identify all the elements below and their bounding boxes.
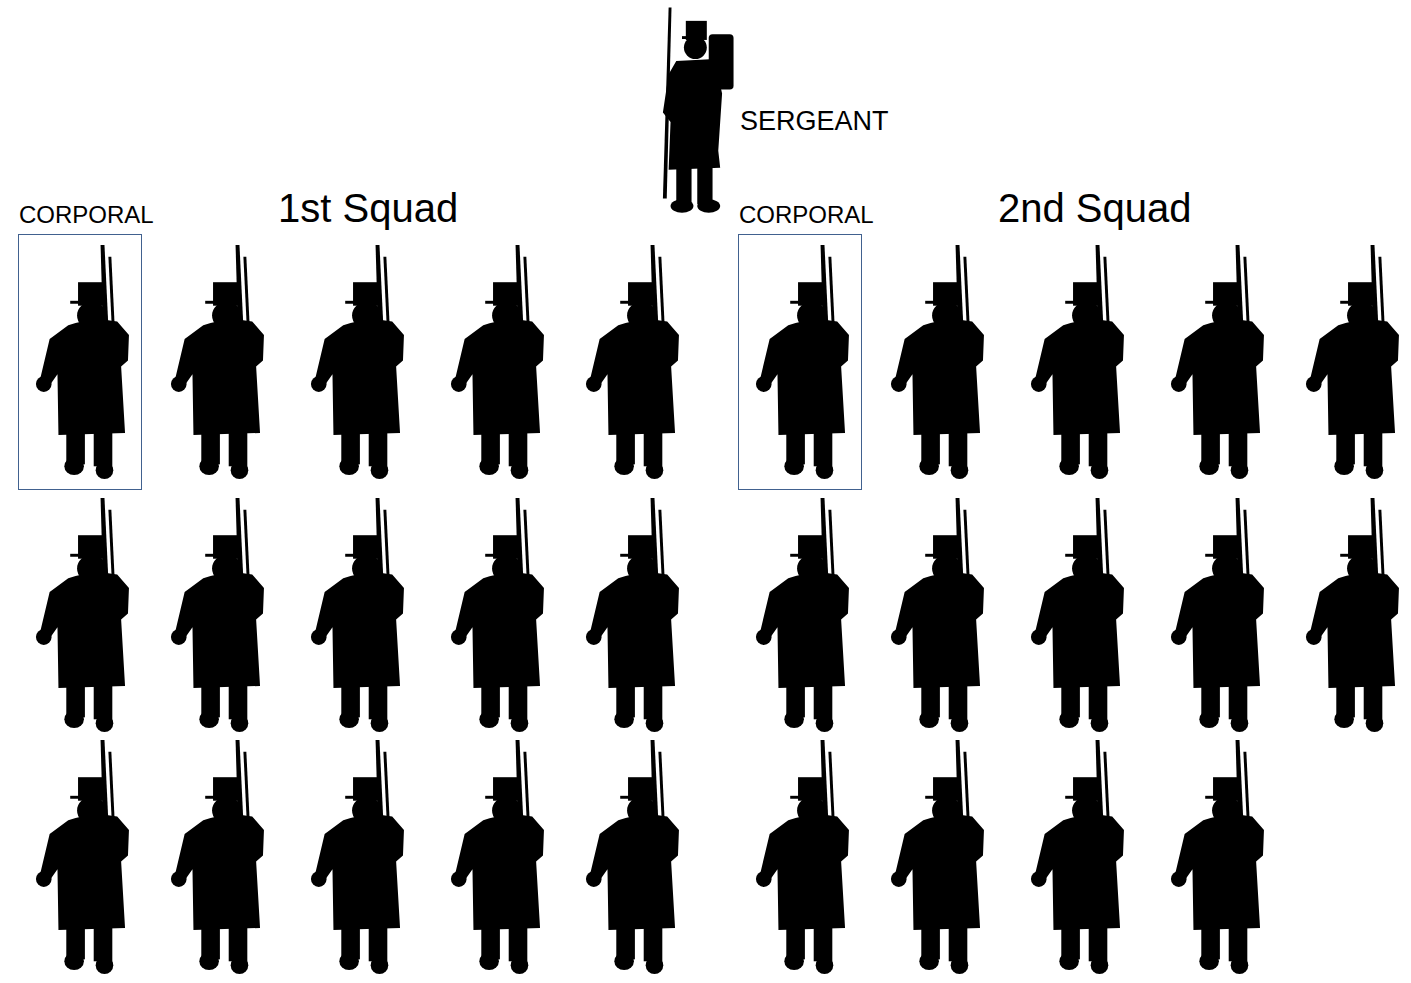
soldier-figure <box>1031 498 1124 732</box>
soldier-figure <box>451 245 544 479</box>
soldier-figure <box>891 245 984 479</box>
soldier-figure <box>171 245 264 479</box>
rank-label: SERGEANT <box>740 106 889 137</box>
soldier-figure <box>1031 740 1124 974</box>
second-squad-figures <box>756 245 1399 974</box>
soldier-figure <box>36 245 129 479</box>
squad-label: 1st Squad <box>278 186 458 231</box>
squad-label: 2nd Squad <box>998 186 1192 231</box>
soldier-figure <box>311 498 404 732</box>
soldier-figure <box>451 498 544 732</box>
soldier-figure <box>586 245 679 479</box>
soldier-figure <box>1306 498 1399 732</box>
rank-box: CORPORAL <box>738 234 862 490</box>
first-squad-figures <box>36 245 679 974</box>
soldier-figure <box>1171 740 1264 974</box>
soldier-figure <box>171 498 264 732</box>
soldier-figure <box>586 740 679 974</box>
soldier-figure <box>756 245 849 479</box>
soldier-figure <box>451 740 544 974</box>
soldier-figure <box>756 740 849 974</box>
sergeant-figure <box>663 8 734 213</box>
soldier-figure <box>311 245 404 479</box>
soldier-figure <box>171 740 264 974</box>
rank-heading: CORPORAL <box>739 201 874 229</box>
soldier-figure <box>1171 245 1264 479</box>
soldier-figure <box>891 498 984 732</box>
soldier-figure <box>36 498 129 732</box>
soldier-figure <box>1306 245 1399 479</box>
soldier-figure <box>311 740 404 974</box>
soldier-figure <box>1171 498 1264 732</box>
soldier-figure <box>586 498 679 732</box>
rank-box: CORPORAL <box>18 234 142 490</box>
soldier-figure <box>891 740 984 974</box>
soldier-figure <box>1031 245 1124 479</box>
soldier-figure <box>756 498 849 732</box>
rank-heading: CORPORAL <box>19 201 154 229</box>
soldier-figure <box>36 740 129 974</box>
